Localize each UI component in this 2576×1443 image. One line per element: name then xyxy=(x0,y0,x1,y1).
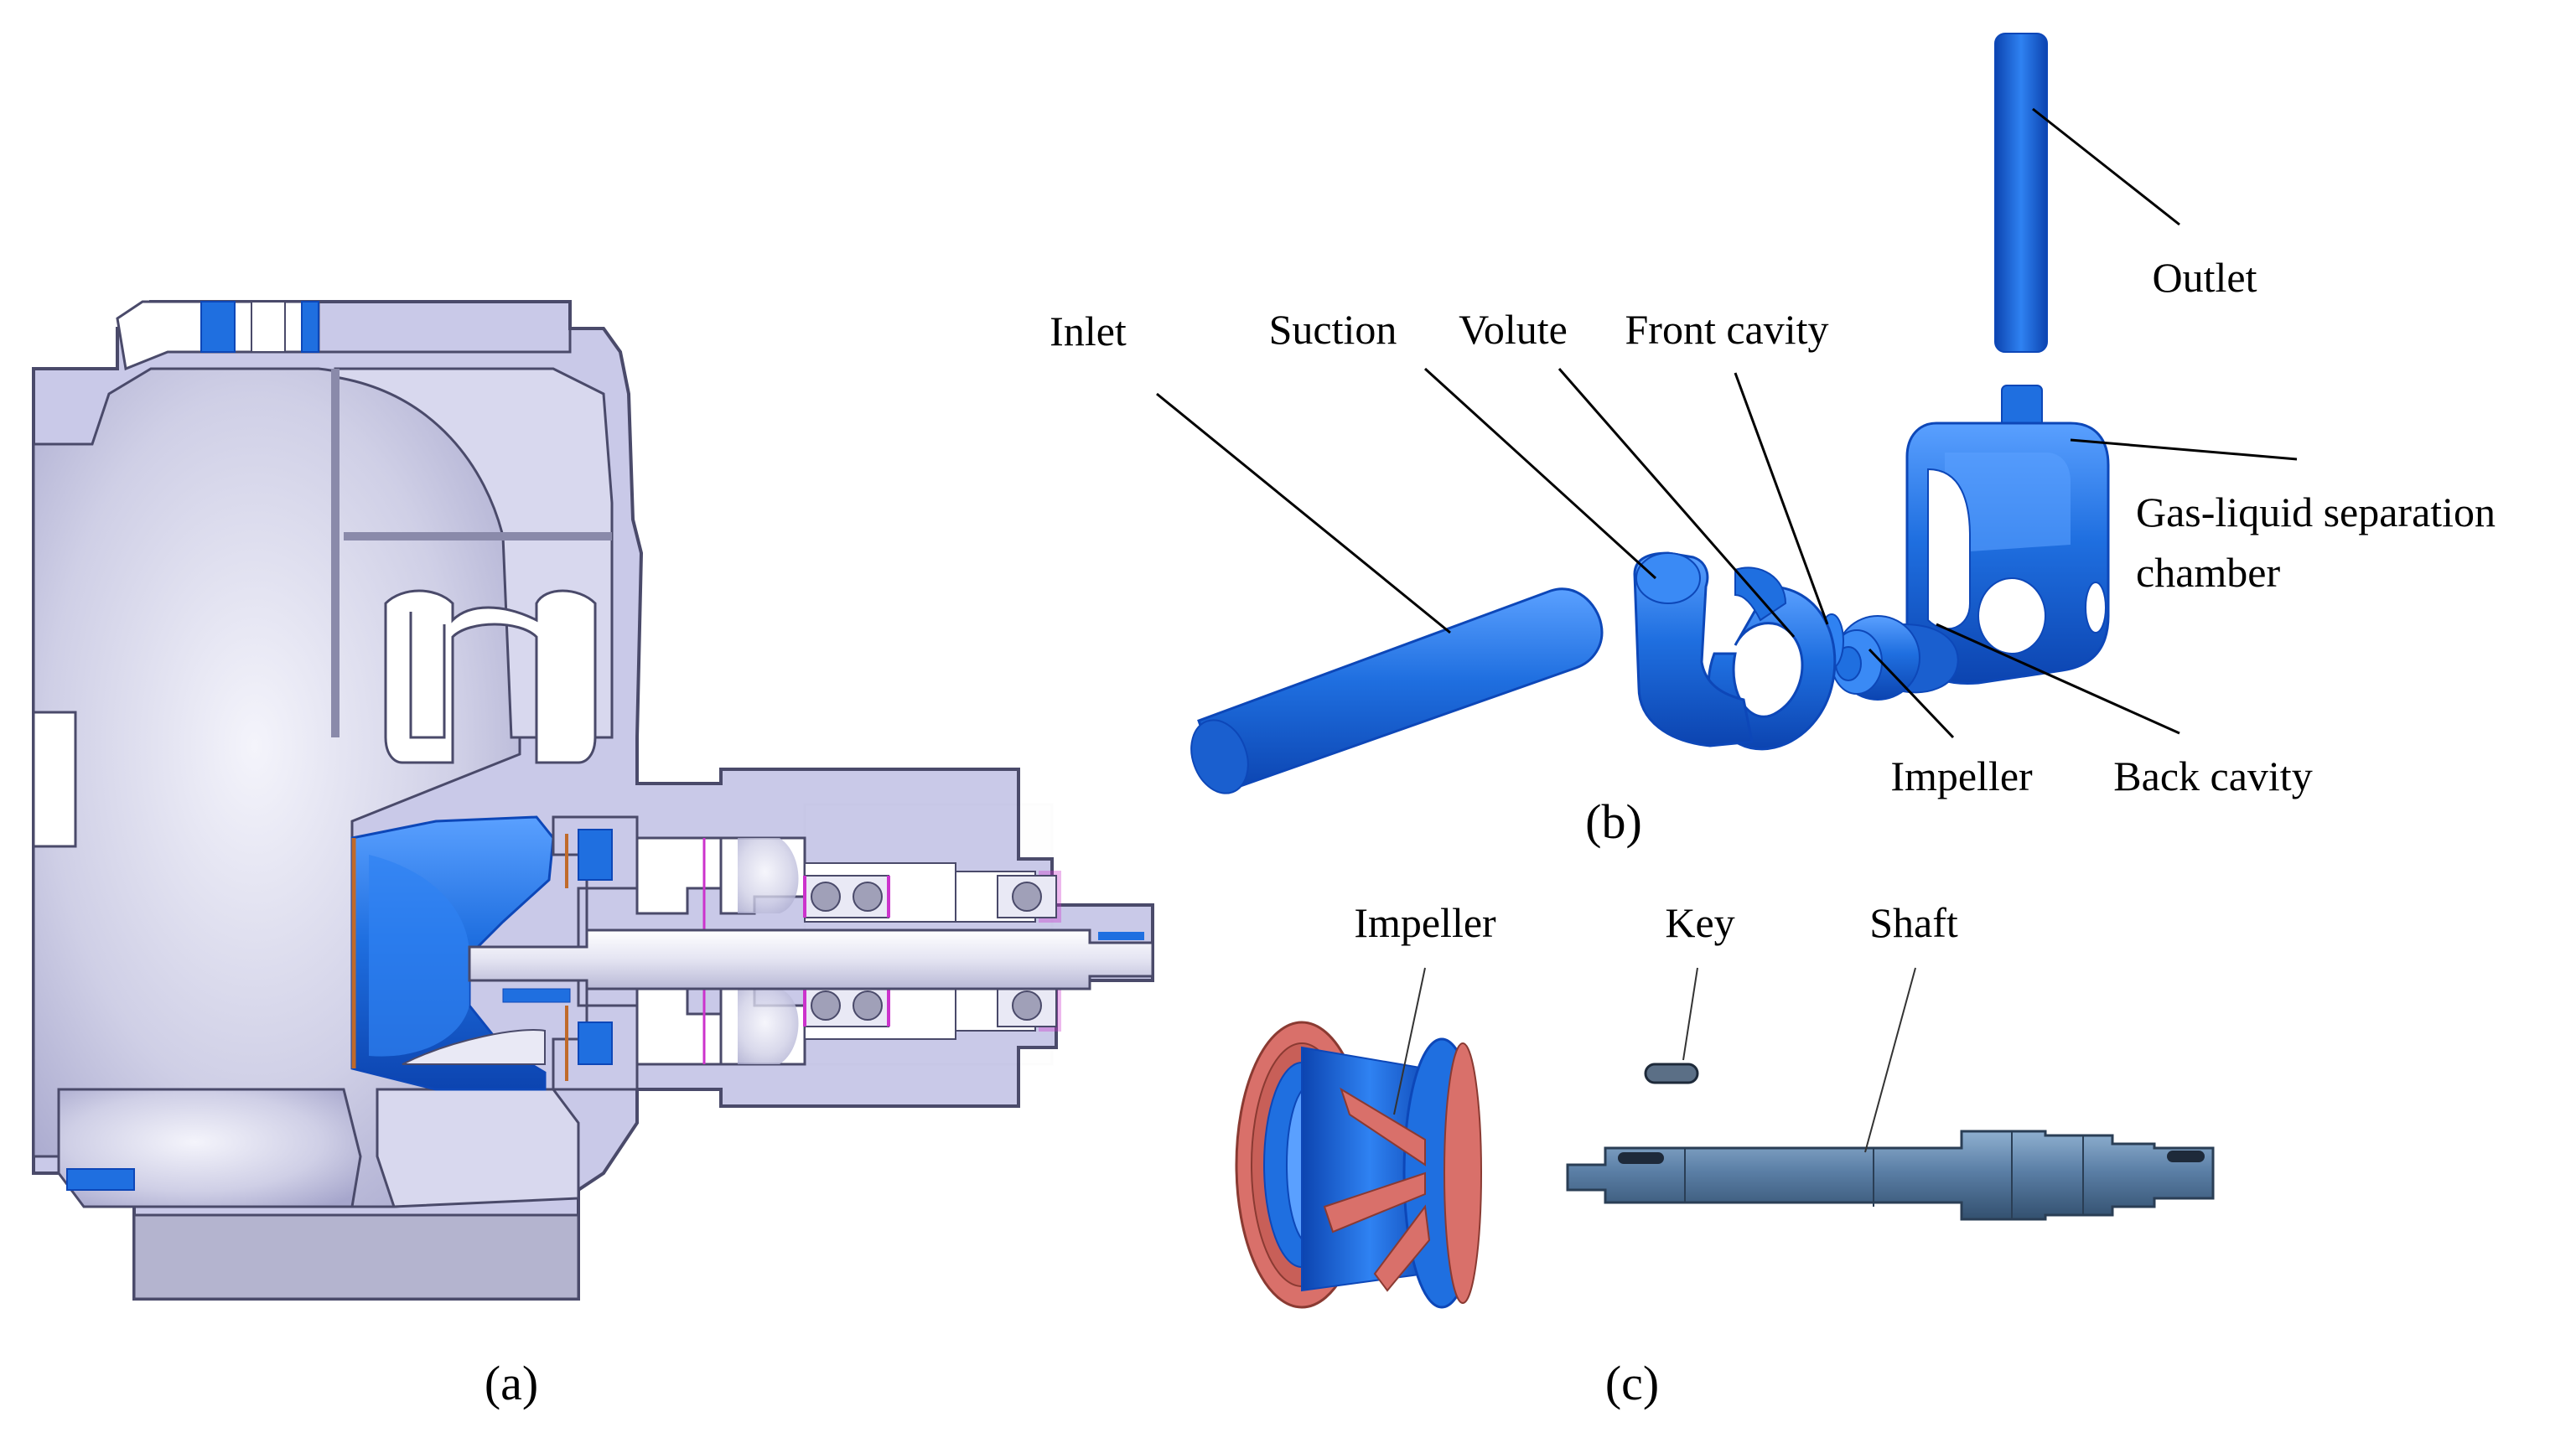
shaft-section xyxy=(468,928,1154,1003)
impeller-part xyxy=(1235,1021,1482,1309)
label-impeller-c: Impeller xyxy=(1354,899,1496,946)
panel-a-caption: (a) xyxy=(485,1356,538,1410)
panel-c-caption: (c) xyxy=(1605,1356,1659,1410)
pump-base xyxy=(132,1213,580,1301)
suction-domain xyxy=(1633,551,1754,747)
label-impeller-b: Impeller xyxy=(1890,753,2033,799)
panel-c-leader-lines xyxy=(1393,967,1916,1153)
label-volute: Volute xyxy=(1459,306,1568,353)
panel-b-leader-lines xyxy=(1156,107,2298,739)
panel-a-section-drawing xyxy=(32,300,1154,1301)
label-separation-chamber-line2: chamber xyxy=(2136,549,2280,596)
panel-b-caption: (b) xyxy=(1585,794,1642,849)
ball-bearings xyxy=(803,875,1057,1027)
label-front-cavity: Front cavity xyxy=(1625,306,1828,353)
outlet-domain xyxy=(1994,33,2048,353)
label-inlet: Inlet xyxy=(1050,308,1127,354)
separation-chamber-domain xyxy=(1905,385,2110,685)
drain-port xyxy=(66,1168,135,1191)
label-outlet: Outlet xyxy=(2153,254,2257,301)
panel-b-fluid-domains: Inlet Suction Volute Front cavity Outlet… xyxy=(1050,33,2496,799)
label-back-cavity: Back cavity xyxy=(2113,753,2312,799)
key-part xyxy=(1644,1063,1699,1084)
pump-casing xyxy=(32,300,1154,1301)
inlet-domain xyxy=(1190,587,1604,794)
shaft-part xyxy=(1566,1130,2215,1221)
label-key: Key xyxy=(1665,899,1734,946)
impeller-section xyxy=(350,815,555,1091)
outlet-ports xyxy=(200,301,319,353)
label-suction: Suction xyxy=(1269,306,1397,353)
label-separation-chamber-line1: Gas-liquid separation xyxy=(2136,489,2496,535)
seal-housing xyxy=(552,815,806,1091)
label-shaft: Shaft xyxy=(1869,899,1958,946)
panel-c-rotor-parts: Impeller Key Shaft xyxy=(1235,899,2215,1309)
